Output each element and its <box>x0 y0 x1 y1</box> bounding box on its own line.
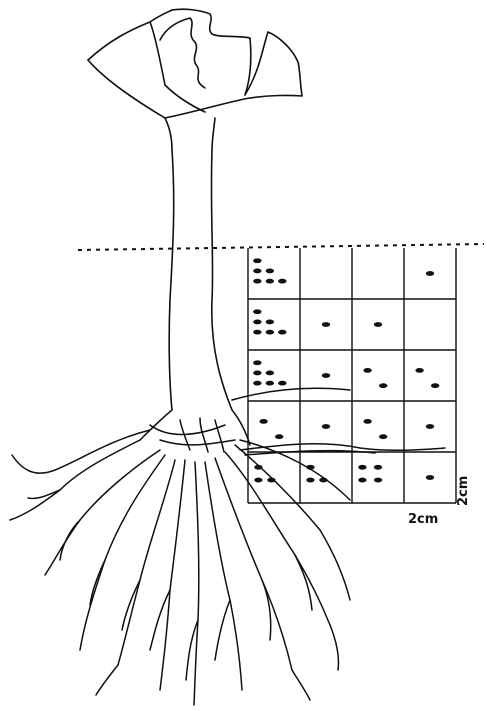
sample-dot <box>278 381 286 386</box>
sample-dot <box>306 478 314 483</box>
sample-dot <box>379 434 387 439</box>
sample-dot <box>259 419 267 424</box>
sample-dot <box>278 279 286 284</box>
sample-dot <box>253 269 261 274</box>
sample-dot <box>254 478 262 483</box>
sample-dot <box>253 279 261 284</box>
sample-dot <box>253 309 261 314</box>
sample-dot <box>426 475 434 480</box>
sample-dot <box>266 330 274 335</box>
sample-dot <box>253 258 261 263</box>
sample-dot <box>253 381 261 386</box>
sample-dot <box>415 368 423 373</box>
sample-dot <box>379 383 387 388</box>
sample-dot <box>322 322 330 327</box>
sampling-grid <box>248 248 456 503</box>
sample-dot <box>253 371 261 376</box>
sample-dot <box>374 478 382 483</box>
sample-dot <box>266 371 274 376</box>
sample-dot <box>374 465 382 470</box>
sample-dot <box>363 419 371 424</box>
sample-dot <box>358 478 366 483</box>
sample-dot <box>374 322 382 327</box>
sample-dot <box>275 434 283 439</box>
sample-dot <box>358 465 366 470</box>
sample-dot <box>266 269 274 274</box>
sample-dot <box>253 320 261 325</box>
sample-dot <box>426 424 434 429</box>
root-sample-dots <box>253 258 439 482</box>
sample-dot <box>253 360 261 365</box>
sample-dot <box>266 381 274 386</box>
sample-dot <box>278 330 286 335</box>
sample-dot <box>322 373 330 378</box>
sample-dot <box>253 330 261 335</box>
sample-dot <box>431 383 439 388</box>
soil-surface-line <box>78 244 484 250</box>
sample-dot <box>322 424 330 429</box>
sample-dot <box>426 271 434 276</box>
horizontal-scale-label: 2cm <box>408 512 438 527</box>
sample-dot <box>266 279 274 284</box>
vertical-scale-label: 2cm <box>456 476 471 506</box>
sample-dot <box>266 320 274 325</box>
sample-dot <box>363 368 371 373</box>
